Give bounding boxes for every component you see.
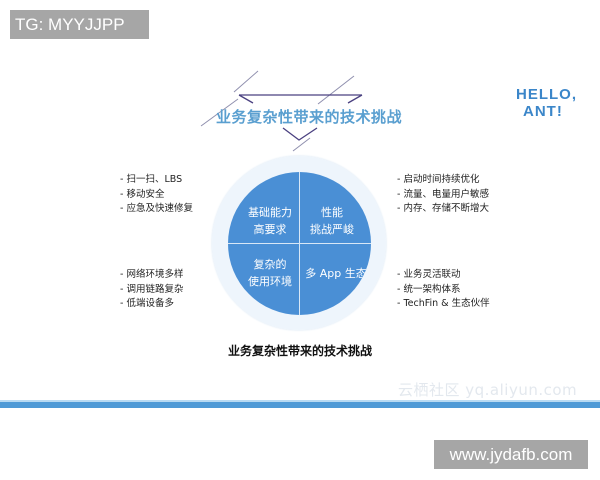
quadrant-text: 使用环境 — [248, 275, 292, 288]
quadrant-bottom-left: 复杂的 使用环境 — [244, 256, 296, 290]
list-item: - 内存、存储不断增大 — [397, 203, 489, 214]
quadrant-text: 高要求 — [253, 223, 287, 236]
quadrant-top-left: 基础能力 高要求 — [244, 204, 296, 238]
quadrant-disc: 基础能力 高要求 性能 挑战严峻 复杂的 使用环境 多 App 生态 — [228, 172, 371, 315]
list-item: - 应急及快速修复 — [120, 203, 193, 214]
list-item: - 网络环境多样 — [120, 269, 184, 280]
slide-title: 业务复杂性带来的技术挑战 — [215, 108, 402, 126]
list-item: - 调用链路复杂 — [120, 283, 184, 295]
list-item: - 业务灵活联动 — [397, 269, 461, 280]
disc-divider-horizontal — [228, 243, 371, 244]
site-watermark: 云栖社区 yq.aliyun.com — [398, 381, 578, 399]
list-item: - 扫一扫、LBS — [120, 174, 183, 185]
quadrant-text: 复杂的 — [253, 258, 287, 271]
list-item: - 流量、电量用户敏感 — [397, 188, 489, 200]
slide-caption: 业务复杂性带来的技术挑战 — [227, 344, 372, 358]
hello-ant-logo: HELLO, ANT! — [516, 86, 586, 120]
bullet-list-top-right: - 启动时间持续优化 - 流量、电量用户敏感 - 内存、存储不断增大 — [397, 173, 489, 217]
list-item: - 移动安全 — [120, 188, 165, 200]
quadrant-text: 性能 — [321, 206, 343, 219]
quadrant-text: 挑战严峻 — [310, 223, 354, 236]
quadrant-text: 多 App 生态 — [305, 267, 367, 280]
quadrant-text: 基础能力 — [248, 206, 292, 219]
list-item: - 低端设备多 — [120, 298, 174, 309]
quadrant-bottom-right: 多 App 生态 — [302, 265, 370, 282]
logo-line-2: ANT! — [523, 103, 563, 120]
bullet-list-bottom-right: - 业务灵活联动 - 统一架构体系 - TechFin & 生态伙伴 — [397, 268, 490, 312]
bottom-url-tag: www.jydafb.com — [434, 440, 588, 469]
top-watermark-tag: TG: MYYJJPP — [10, 10, 149, 39]
list-item: - 启动时间持续优化 — [397, 174, 480, 185]
quadrant-top-right: 性能 挑战严峻 — [306, 204, 358, 238]
logo-line-1: HELLO, — [516, 86, 577, 103]
list-item: - TechFin & 生态伙伴 — [397, 298, 490, 309]
footer-bar-highlight — [0, 400, 600, 402]
bullet-list-top-left: - 扫一扫、LBS - 移动安全 - 应急及快速修复 — [120, 173, 193, 217]
footer-bar — [0, 402, 600, 408]
bullet-list-bottom-left: - 网络环境多样 - 调用链路复杂 - 低端设备多 — [120, 268, 183, 312]
list-item: - 统一架构体系 — [397, 283, 461, 295]
